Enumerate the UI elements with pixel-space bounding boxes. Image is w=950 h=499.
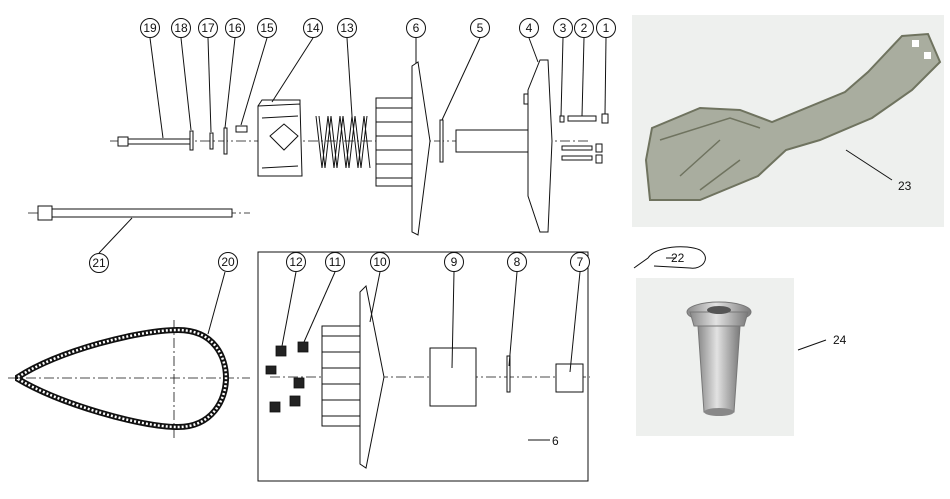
- callout-c9: 9: [444, 252, 464, 272]
- callout-c4: 4: [519, 18, 539, 38]
- part-23-bracket-photo: 23: [632, 15, 944, 227]
- callout-c18: 18: [171, 18, 191, 38]
- callout-number: 2: [581, 21, 588, 35]
- callout-number: 7: [577, 255, 584, 269]
- part-1-3-fasteners: [559, 113, 609, 164]
- callout-number: 5: [477, 21, 484, 35]
- callout-c16: 16: [225, 18, 245, 38]
- callout-c2: 2: [574, 18, 594, 38]
- part-20-belt: [8, 271, 250, 440]
- part-11-12-rollers: [265, 341, 309, 413]
- part-16-washer: [223, 127, 228, 155]
- callout-number: 10: [373, 255, 387, 269]
- part-15-key: [235, 125, 248, 133]
- callout-number: 1: [603, 21, 610, 35]
- callout-c10: 10: [370, 252, 390, 272]
- callout-number: 15: [260, 21, 274, 35]
- callout-number: 11: [329, 255, 342, 269]
- part-4-shaft-sheave: [455, 59, 553, 233]
- callout-number: 4: [526, 21, 533, 35]
- callout-c6a: 6: [406, 18, 426, 38]
- callout-number: 20: [221, 255, 235, 269]
- callout-number: 19: [143, 21, 157, 35]
- callout-number: 16: [228, 21, 242, 35]
- part-8-ring: [506, 355, 511, 393]
- callout-number: 14: [306, 21, 320, 35]
- part-21-long-bolt: [28, 205, 250, 221]
- callout-number: 8: [514, 255, 521, 269]
- part-13-spring: [315, 115, 371, 169]
- part-23-label: 23: [898, 179, 912, 193]
- callout-c20: 20: [218, 252, 238, 272]
- assembly-box-6: [257, 251, 589, 482]
- callout-c11: 11: [325, 252, 345, 272]
- callout-number: 12: [289, 255, 303, 269]
- callout-c14: 14: [303, 18, 323, 38]
- part-17-washer: [209, 132, 214, 150]
- callout-c7: 7: [570, 252, 590, 272]
- callout-number: 13: [340, 21, 354, 35]
- part-24-label: 24: [833, 333, 847, 347]
- callout-c1: 1: [596, 18, 616, 38]
- part-10-pulley-half: [321, 284, 385, 469]
- callout-c3: 3: [553, 18, 573, 38]
- part-5-ring: [439, 119, 444, 163]
- callout-c21: 21: [89, 253, 109, 273]
- box-6-label: 6: [552, 434, 559, 448]
- callout-c12: 12: [286, 252, 306, 272]
- part-18-washer: [189, 130, 194, 151]
- callout-c19: 19: [140, 18, 160, 38]
- part-9-sleeve: [429, 347, 477, 407]
- part-19-bolt: [117, 136, 191, 147]
- callout-c15: 15: [257, 18, 277, 38]
- part-22-clip: 22: [633, 246, 706, 269]
- callout-c5: 5: [470, 18, 490, 38]
- callout-number: 18: [174, 21, 188, 35]
- part-24-bushing-photo: 24: [636, 278, 847, 436]
- callout-number: 9: [451, 255, 458, 269]
- callout-number: 17: [201, 21, 215, 35]
- part-22-label: 22: [671, 251, 685, 265]
- leader-lines-box: [281, 271, 581, 441]
- part-14-cam: [257, 99, 303, 177]
- part-6-pulley-half: [375, 61, 431, 236]
- callout-c8: 8: [507, 252, 527, 272]
- part-7-bushing: [555, 363, 584, 393]
- leader-lines-top: [98, 37, 607, 254]
- callout-number: 6: [413, 21, 420, 35]
- callout-number: 21: [92, 256, 106, 270]
- callout-c13: 13: [337, 18, 357, 38]
- callout-number: 3: [560, 21, 567, 35]
- callout-c17: 17: [198, 18, 218, 38]
